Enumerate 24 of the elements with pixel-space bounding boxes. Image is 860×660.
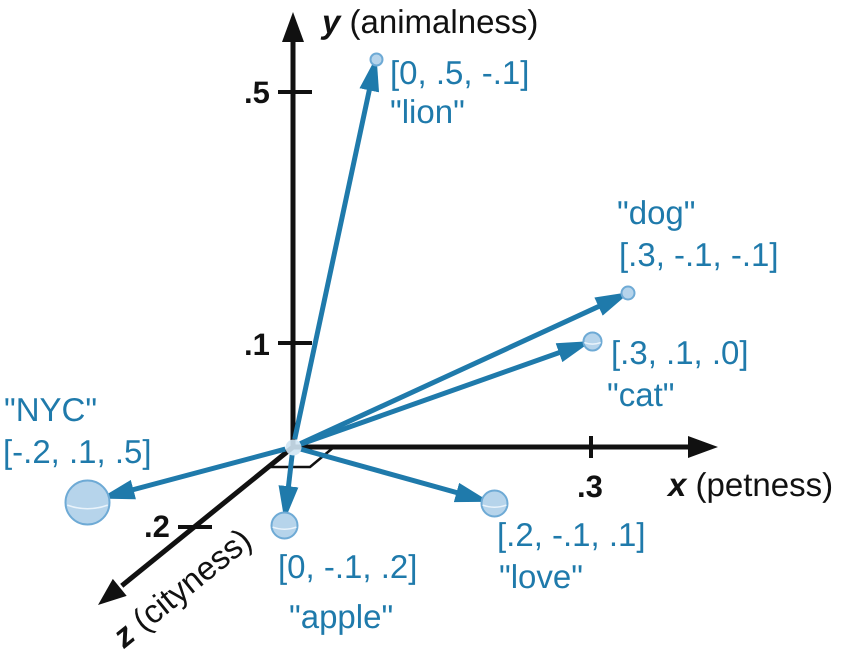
point-label: [.2, -.1, .1]	[497, 516, 646, 554]
axis-label: y (animalness)	[322, 3, 538, 41]
point-sphere	[368, 52, 384, 66]
tick-label: .5	[244, 74, 270, 112]
point-label: [.3, -.1, -.1]	[619, 236, 779, 274]
point-sphere	[64, 478, 110, 526]
tick-label: .3	[577, 468, 603, 506]
point-label: "dog"	[617, 194, 696, 232]
point-label: "NYC"	[4, 391, 98, 429]
point-label: "lion"	[390, 93, 465, 131]
point-sphere	[620, 285, 636, 301]
point-label: [.3, .1, .0]	[611, 334, 749, 372]
point-label: "cat"	[607, 376, 674, 414]
point-label: [0, -.1, .2]	[278, 548, 418, 586]
origin-point	[284, 438, 302, 456]
point-sphere	[270, 510, 298, 540]
point-sphere	[582, 330, 602, 352]
point-label: [-.2, .1, .5]	[3, 433, 152, 471]
point-label: "apple"	[289, 598, 394, 636]
point-label: [0, .5, -.1]	[390, 54, 530, 92]
tick-label: .1	[244, 326, 270, 364]
point-label: "love"	[499, 558, 583, 596]
point-sphere	[480, 488, 508, 518]
axis-label: x (petness)	[668, 466, 834, 504]
